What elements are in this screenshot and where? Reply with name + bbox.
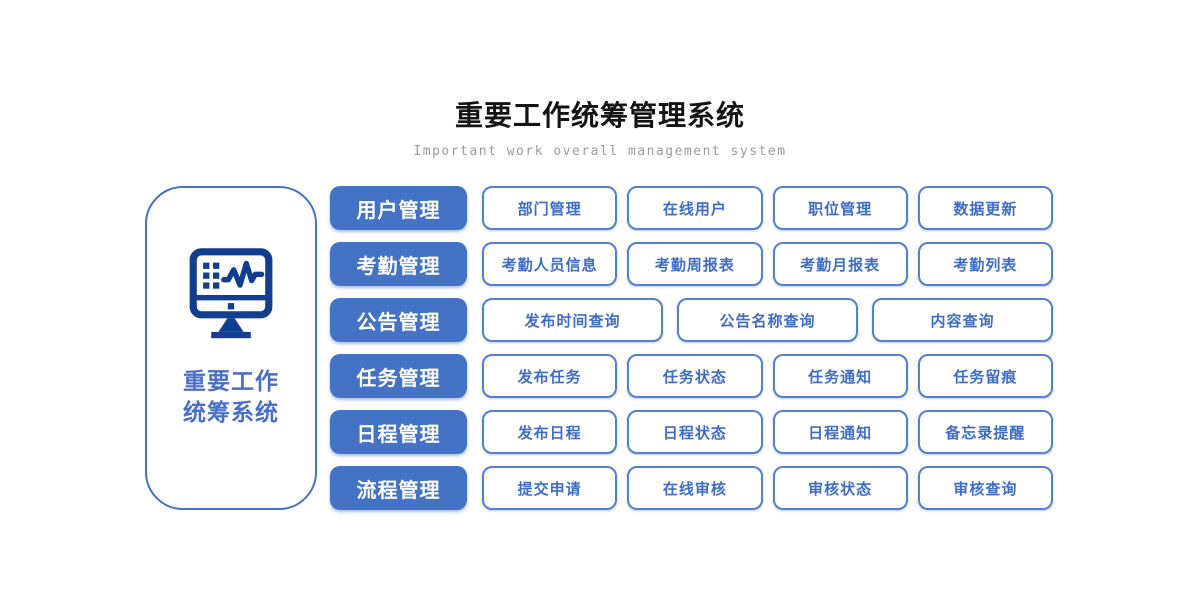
category-button-task-management[interactable]: 任务管理 (330, 354, 467, 398)
feature-button[interactable]: 发布任务 (482, 354, 618, 398)
panel-label-line2: 统筹系统 (183, 399, 279, 426)
category-button-process-management[interactable]: 流程管理 (330, 466, 467, 510)
feature-button[interactable]: 考勤列表 (917, 242, 1053, 286)
feature-button[interactable]: 考勤周报表 (627, 242, 763, 286)
feature-button[interactable]: 内容查询 (872, 298, 1053, 342)
row-process-management: 流程管理 提交申请 在线审核 审核状态 审核查询 (330, 466, 1053, 510)
feature-button[interactable]: 考勤人员信息 (482, 242, 618, 286)
feature-button[interactable]: 数据更新 (917, 186, 1053, 230)
feature-button[interactable]: 任务通知 (772, 354, 908, 398)
feature-button[interactable]: 发布日程 (482, 410, 618, 454)
feature-button[interactable]: 备忘录提醒 (917, 410, 1053, 454)
feature-button[interactable]: 职位管理 (772, 186, 908, 230)
feature-button[interactable]: 任务留痕 (917, 354, 1053, 398)
feature-button[interactable]: 任务状态 (627, 354, 763, 398)
module-rows: 用户管理 部门管理 在线用户 职位管理 数据更新 考勤管理 考勤人员信息 考勤周… (330, 186, 1053, 510)
page-subtitle: Important work overall management system (413, 144, 787, 159)
feature-button[interactable]: 日程状态 (627, 410, 763, 454)
feature-button[interactable]: 部门管理 (482, 186, 618, 230)
panel-label-line1: 重要工作 (183, 368, 279, 394)
page-title: 重要工作统筹管理系统 (454, 100, 745, 131)
monitor-pulse-icon (189, 248, 273, 339)
row-user-management: 用户管理 部门管理 在线用户 职位管理 数据更新 (330, 186, 1053, 230)
feature-button[interactable]: 考勤月报表 (772, 242, 908, 286)
row-task-management: 任务管理 发布任务 任务状态 任务通知 任务留痕 (330, 354, 1053, 398)
feature-button[interactable]: 在线用户 (627, 186, 763, 230)
row-schedule-management: 日程管理 发布日程 日程状态 日程通知 备忘录提醒 (330, 410, 1053, 454)
feature-button[interactable]: 发布时间查询 (482, 298, 663, 342)
category-button-user-management[interactable]: 用户管理 (330, 186, 467, 230)
feature-button[interactable]: 提交申请 (482, 466, 618, 510)
category-button-schedule-management[interactable]: 日程管理 (330, 410, 467, 454)
panel-label: 重要工作 统筹系统 (183, 366, 279, 428)
feature-button[interactable]: 公告名称查询 (677, 298, 858, 342)
category-button-announcement-management[interactable]: 公告管理 (330, 298, 467, 342)
feature-button[interactable]: 日程通知 (772, 410, 908, 454)
feature-button[interactable]: 审核状态 (772, 466, 908, 510)
category-button-attendance-management[interactable]: 考勤管理 (330, 242, 467, 286)
system-summary-panel: 重要工作 统筹系统 (145, 186, 317, 510)
row-announcement-management: 公告管理 发布时间查询 公告名称查询 内容查询 (330, 298, 1053, 342)
feature-button[interactable]: 审核查询 (917, 466, 1053, 510)
feature-button[interactable]: 在线审核 (627, 466, 763, 510)
row-attendance-management: 考勤管理 考勤人员信息 考勤周报表 考勤月报表 考勤列表 (330, 242, 1053, 286)
